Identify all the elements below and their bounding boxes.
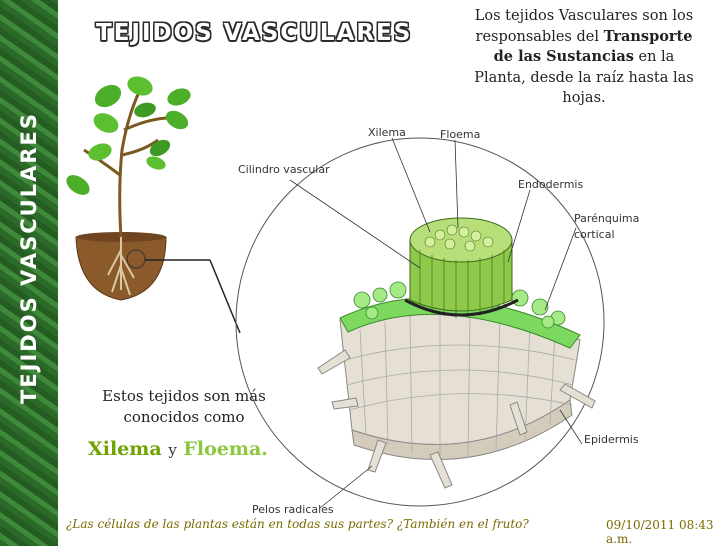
connector-line [209,259,241,334]
label-xilema: Xilema [368,126,406,139]
label-cilindro-vascular: Cilindro vascular [238,163,330,176]
description-part1: Los tejidos Vasculares son los responsab… [474,8,694,45]
label-endodermis: Endodermis [518,178,583,191]
page-title: TEJIDOS VASCULARES [96,20,413,46]
footer-question: ¿Las células de las plantas están en tod… [66,517,529,531]
root-cross-section [317,217,596,489]
label-epidermis: Epidermis [584,433,639,446]
leader-lines [289,137,583,509]
name-xilema: Xilema [88,438,162,460]
description: Los tejidos Vasculares son los responsab… [466,6,702,109]
label-cortical: cortical [574,228,615,241]
description-part2: en la Planta, desde la raíz hasta las ho… [474,49,694,106]
tissue-names: Xilema y Floema. [88,438,268,460]
plant-illustration [66,76,191,301]
label-pelos-radicales: Pelos radicales [252,503,334,516]
label-floema: Floema [440,128,480,141]
sidebar: TEJIDOS VASCULARES [0,0,58,546]
description-bold: Transporte de las Sustancias [493,27,693,66]
known-text: Estos tejidos son más conocidos como [102,387,266,426]
name-floema: Floema. [183,438,268,460]
label-parenquima: Parénquima [574,212,639,225]
name-y: y [168,441,177,459]
magnifier-circle [235,137,605,507]
footer-date: 09/10/2011 08:43 a.m. [606,518,714,546]
